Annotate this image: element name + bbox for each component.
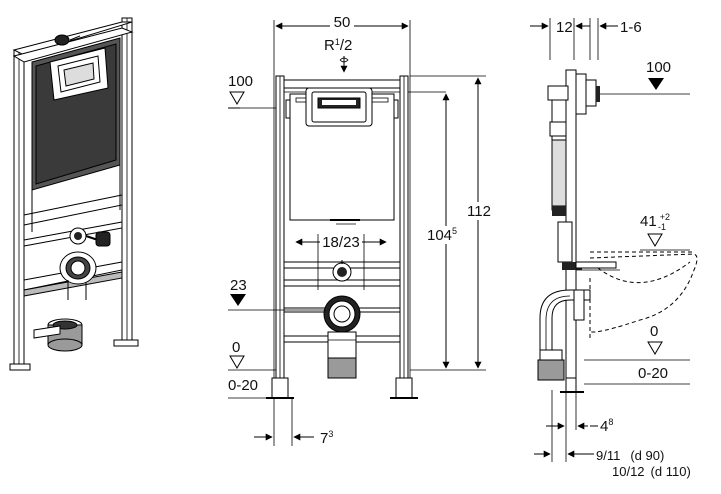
side-drain-elbow [539, 289, 591, 351]
side-depth-12: 12 [556, 19, 573, 36]
height-inner-dimension: 1045 [427, 226, 457, 244]
pipe-offset-d90: 9/11(d 90) [596, 448, 664, 463]
side-foot-dimension: 48 [600, 417, 613, 435]
drain-pipe [327, 357, 357, 379]
foot-offset-dimension: 73 [320, 429, 333, 447]
pipe-offset-d110: 10/12(d 110) [612, 464, 691, 479]
front-floor-range: 0-20 [228, 377, 258, 394]
side-view: 12 1-6 10 [530, 18, 698, 479]
front-view: 50 R1/2 18/23 [228, 14, 491, 447]
side-level-100: 100 [646, 59, 671, 76]
side-level-41: 41+2-1 [640, 212, 670, 232]
front-level-100: 100 [228, 73, 253, 90]
side-level-0: 0 [650, 323, 658, 340]
side-floor-range: 0-20 [638, 365, 668, 382]
front-level-23: 23 [230, 277, 247, 294]
height-outer-dimension: 112 [467, 203, 491, 220]
side-depth-1-6: 1-6 [620, 19, 642, 36]
perspective-view [9, 17, 139, 371]
width-dimension: 50 [334, 14, 351, 31]
bolt-spacing-dimension: 18/23 [322, 234, 360, 251]
front-level-0: 0 [232, 339, 240, 356]
pipe-thread-label: R1/2 [324, 37, 352, 54]
